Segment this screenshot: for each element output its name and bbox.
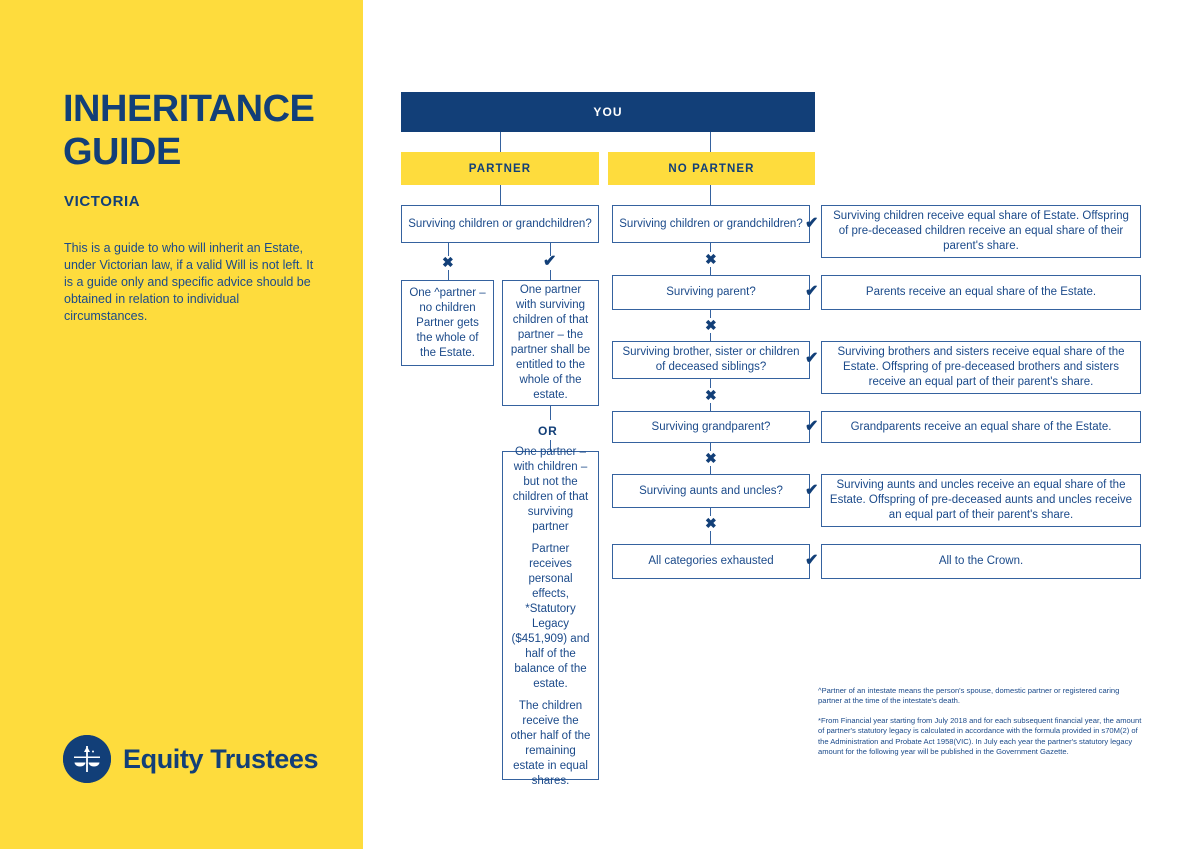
footnote-statutory-legacy: *From Financial year starting from July …	[818, 715, 1142, 757]
question-all-exhausted: All categories exhausted	[612, 544, 810, 579]
cross-icon-row-5: ✖	[705, 515, 717, 531]
cross-icon-row-3: ✖	[705, 387, 717, 403]
answer-row-5: Surviving aunts and uncles receive an eq…	[821, 474, 1141, 527]
outcome-partner-alt-line-1: One partner – with children – but not th…	[512, 446, 589, 533]
cross-icon-row-4: ✖	[705, 450, 717, 466]
connector-row5-no-lower	[710, 531, 711, 544]
connector-row5-no-upper	[710, 508, 711, 516]
cross-icon-partner-no: ✖	[442, 254, 454, 270]
outcome-partner-alt-line-2: Partner receives personal effects, *Stat…	[511, 543, 590, 690]
connector-partner-no-upper	[448, 243, 449, 256]
outcome-partner-alt: One partner – with children – but not th…	[502, 446, 599, 787]
scales-icon	[63, 735, 111, 783]
page-subtitle: VICTORIA	[64, 193, 141, 210]
question-nopartner-parent: Surviving parent?	[612, 275, 810, 310]
answer-row-4: Grandparents receive an equal share of t…	[821, 411, 1141, 443]
connector-partner-no-lower	[448, 270, 449, 280]
connector-partner-q	[500, 185, 501, 205]
connector-or-upper	[550, 406, 551, 420]
question-nopartner-aunts-uncles: Surviving aunts and uncles?	[612, 474, 810, 508]
cross-icon-row-1: ✖	[705, 251, 717, 267]
connector-row3-no-lower	[710, 403, 711, 411]
outcome-partner-with-children: One partner with surviving children of t…	[502, 280, 599, 406]
tick-icon-row-6: ✔	[805, 552, 819, 569]
connector-row2-no-lower	[710, 333, 711, 341]
left-yellow-panel	[0, 0, 363, 849]
page-title: INHERITANCE GUIDE	[63, 88, 315, 173]
or-label: OR	[538, 424, 558, 438]
cross-icon-row-2: ✖	[705, 317, 717, 333]
footnote-partner-definition: ^Partner of an intestate means the perso…	[818, 686, 1120, 706]
connector-row1-no-lower	[710, 267, 711, 275]
footnotes: ^Partner of an intestate means the perso…	[818, 686, 1143, 757]
connector-row4-no-lower	[710, 466, 711, 474]
tick-icon-row-3: ✔	[805, 350, 819, 367]
tick-icon-row-1: ✔	[805, 215, 819, 232]
connector-nopartner-q	[710, 185, 711, 205]
connector-or-lower	[550, 440, 551, 451]
equity-trustees-logo: Equity Trustees	[63, 735, 318, 783]
tick-icon-partner-yes: ✔	[543, 253, 557, 270]
node-partner: PARTNER	[401, 152, 599, 185]
connector-row3-no-upper	[710, 379, 711, 388]
tick-icon-row-5: ✔	[805, 482, 819, 499]
node-no-partner: NO PARTNER	[608, 152, 815, 185]
node-you: YOU	[401, 92, 815, 132]
outcome-partner-alt-line-3: The children receive the other half of t…	[510, 700, 591, 787]
connector-row4-no-upper	[710, 443, 711, 451]
question-nopartner-children: Surviving children or grandchildren?	[612, 205, 810, 243]
intro-paragraph: This is a guide to who will inherit an E…	[64, 241, 314, 323]
answer-row-2: Parents receive an equal share of the Es…	[821, 275, 1141, 310]
question-partner-children: Surviving children or grandchildren?	[401, 205, 599, 243]
connector-row2-no-upper	[710, 310, 711, 318]
answer-row-6: All to the Crown.	[821, 544, 1141, 579]
connector-partner-yes-upper	[550, 243, 551, 256]
connector-row1-no-upper	[710, 243, 711, 252]
connector-partner-yes-lower	[550, 270, 551, 280]
logo-wordmark: Equity Trustees	[123, 743, 319, 774]
answer-row-3: Surviving brothers and sisters receive e…	[821, 341, 1141, 394]
question-nopartner-grandparent: Surviving grandparent?	[612, 411, 810, 443]
answer-row-1: Surviving children receive equal share o…	[821, 205, 1141, 258]
outcome-partner-no-children: One ^partner – no children Partner gets …	[401, 280, 494, 366]
tick-icon-row-2: ✔	[805, 283, 819, 300]
connector-root-partner	[500, 132, 501, 152]
tick-icon-row-4: ✔	[805, 418, 819, 435]
question-nopartner-siblings: Surviving brother, sister or children of…	[612, 341, 810, 379]
connector-root-nopartner	[710, 132, 711, 152]
